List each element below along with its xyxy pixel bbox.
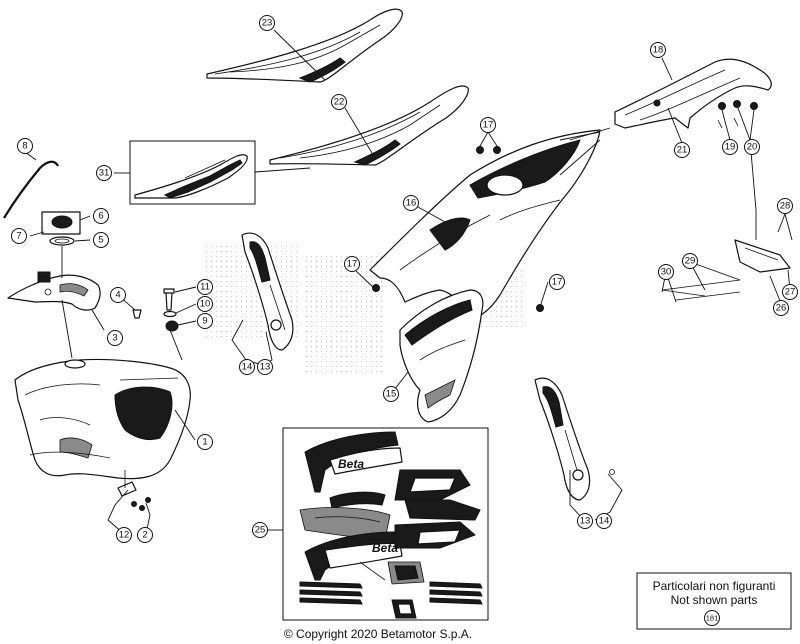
callout-21: 21 (674, 142, 690, 158)
fuel-petcock (117, 470, 151, 511)
svg-text:14: 14 (599, 516, 610, 527)
callout-10: 10 (197, 296, 213, 312)
svg-text:14: 14 (242, 362, 253, 373)
callout-4: 4 (110, 287, 126, 303)
callout-9: 9 (197, 313, 213, 329)
callout-19: 19 (722, 139, 738, 155)
callout-7: 7 (11, 228, 27, 244)
decal-brand-top: Beta (338, 457, 364, 471)
callout-17-right: 17 (549, 274, 565, 290)
svg-text:10: 10 (200, 299, 211, 310)
callout-6: 6 (93, 208, 109, 224)
svg-text:21: 21 (677, 145, 688, 156)
tank-bracket (7, 271, 101, 311)
rear-frame (614, 58, 772, 129)
callout-1: 1 (197, 434, 213, 450)
svg-text:5: 5 (98, 235, 103, 246)
copyright-footer: © Copyright 2020 Betamotor S.p.A. (284, 627, 472, 641)
callout-26: 26 (773, 300, 789, 316)
svg-text:29: 29 (685, 256, 696, 267)
svg-text:18: 18 (653, 45, 664, 56)
callout-23: 23 (259, 15, 275, 31)
svg-text:13: 13 (260, 362, 271, 373)
callout-5: 5 (93, 232, 109, 248)
callout-20: 20 (744, 139, 760, 155)
callout-17-left: 17 (344, 256, 360, 272)
wire-set (661, 279, 741, 301)
svg-text:8: 8 (22, 141, 27, 152)
callout-8: 8 (17, 138, 33, 154)
svg-text:2: 2 (142, 530, 147, 541)
callout-3: 3 (107, 330, 123, 346)
callout-12: 12 (116, 527, 132, 543)
svg-text:27: 27 (785, 287, 796, 298)
svg-text:23: 23 (262, 18, 273, 29)
callout-22: 22 (331, 94, 347, 110)
svg-text:26: 26 (776, 303, 787, 314)
radiator-guard-right (534, 377, 615, 501)
front-shroud (399, 289, 484, 423)
svg-text:19: 19 (725, 142, 736, 153)
side-panel (369, 129, 601, 319)
svg-text:15: 15 (386, 389, 397, 400)
svg-text:17: 17 (483, 120, 494, 131)
svg-text:30: 30 (661, 267, 672, 278)
seat-upper (206, 8, 403, 83)
svg-text:181: 181 (706, 614, 719, 623)
svg-text:4: 4 (115, 290, 120, 301)
svg-text:22: 22 (334, 97, 345, 108)
callout-13-left: 13 (257, 359, 273, 375)
svg-text:11: 11 (200, 282, 210, 293)
svg-text:3: 3 (112, 333, 117, 344)
fuel-cap (41, 211, 81, 246)
callout-29: 29 (682, 253, 698, 269)
svg-text:6: 6 (98, 211, 103, 222)
callout-15: 15 (383, 386, 399, 402)
svg-text:13: 13 (580, 516, 591, 527)
svg-text:20: 20 (747, 142, 758, 153)
decal-kit: Beta Beta (282, 427, 489, 621)
svg-text:25: 25 (255, 525, 266, 536)
svg-text:28: 28 (780, 201, 791, 212)
note-line-english: Not shown parts (671, 593, 758, 607)
bolt-4 (132, 309, 142, 319)
callout-31: 31 (96, 165, 112, 181)
radiator-guard-left (241, 232, 294, 351)
decal-brand-bottom: Beta (372, 541, 398, 555)
callout-25: 25 (252, 522, 268, 538)
svg-text:16: 16 (406, 198, 417, 209)
svg-text:17: 17 (552, 277, 563, 288)
svg-text:31: 31 (99, 168, 110, 179)
callout-11: 11 (197, 279, 213, 295)
callout-27: 27 (782, 284, 798, 300)
callout-30: 30 (658, 264, 674, 280)
callout-2: 2 (137, 527, 153, 543)
callout-181: 181 (704, 610, 720, 626)
seat-lower (269, 85, 469, 166)
callout-28: 28 (777, 198, 793, 214)
svg-text:1: 1 (202, 437, 207, 448)
callout-13-right: 13 (577, 513, 593, 529)
breather-hose (3, 160, 59, 219)
fuel-tank (14, 358, 191, 480)
svg-text:9: 9 (202, 316, 207, 327)
svg-text:12: 12 (119, 530, 130, 541)
callout-16: 16 (403, 195, 419, 211)
rear-plate-fittings (734, 239, 791, 273)
not-shown-parts-box: Particolari non figuranti Not shown part… (636, 572, 792, 630)
seat-base-inset (129, 140, 311, 205)
callout-14-left: 14 (239, 359, 255, 375)
svg-text:7: 7 (16, 231, 21, 242)
callout-17-top: 17 (480, 117, 496, 133)
callout-14-right: 14 (596, 513, 612, 529)
fastener-stack (163, 288, 179, 332)
note-line-italian: Particolari non figuranti (653, 579, 776, 593)
callout-18: 18 (650, 42, 666, 58)
svg-text:17: 17 (347, 259, 358, 270)
